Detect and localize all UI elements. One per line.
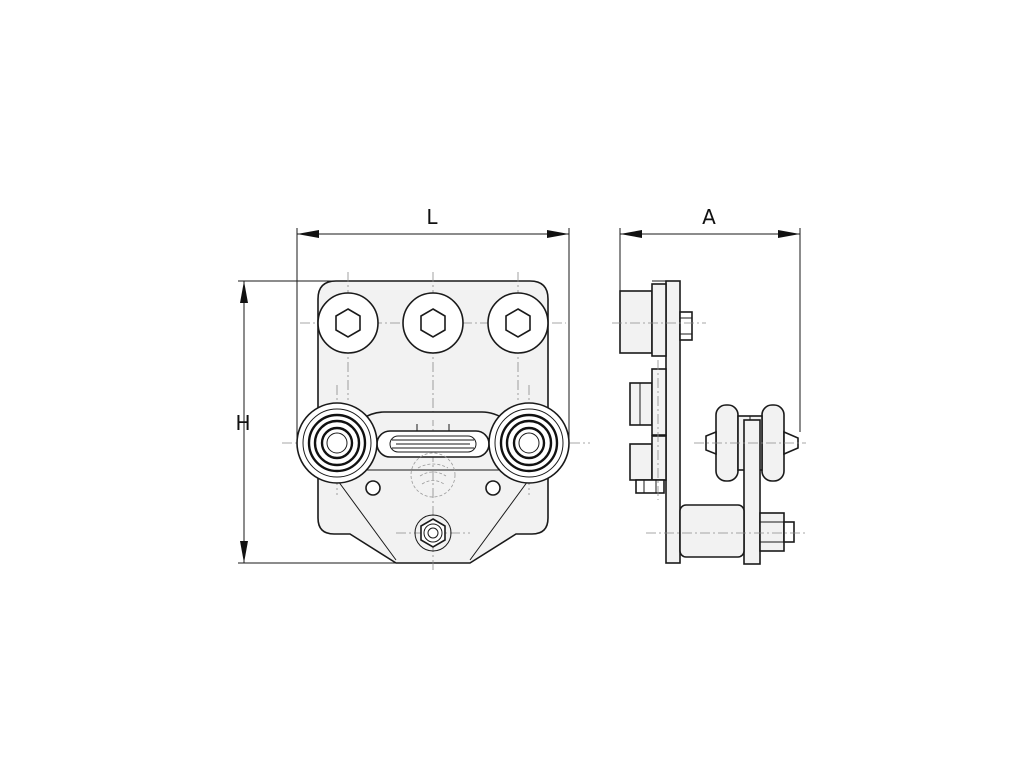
hole-right	[485, 480, 501, 496]
side-axle	[646, 504, 806, 558]
dimension-height: H	[235, 280, 420, 564]
roller-left	[296, 402, 378, 484]
dimension-length-label: L	[426, 205, 438, 229]
side-roller-assembly	[694, 404, 806, 565]
middle-bracket	[359, 411, 507, 421]
dimension-height-label: H	[235, 411, 250, 435]
mount-block-top	[619, 290, 653, 354]
dimension-length: L	[296, 205, 570, 440]
side-view: A	[612, 205, 806, 565]
dimension-depth: A	[619, 205, 801, 432]
adjustment-slot	[376, 430, 490, 458]
mount-block-middle	[629, 382, 653, 426]
dimension-depth-label: A	[702, 205, 716, 229]
top-bolt-center	[402, 292, 464, 354]
mount-block-lower	[629, 443, 653, 481]
bottom-nut	[414, 514, 452, 552]
front-view: L H	[235, 205, 590, 572]
hole-left	[365, 480, 381, 496]
top-bolt-left	[317, 292, 379, 354]
roller-right	[488, 402, 570, 484]
top-bolt-right	[487, 292, 549, 354]
